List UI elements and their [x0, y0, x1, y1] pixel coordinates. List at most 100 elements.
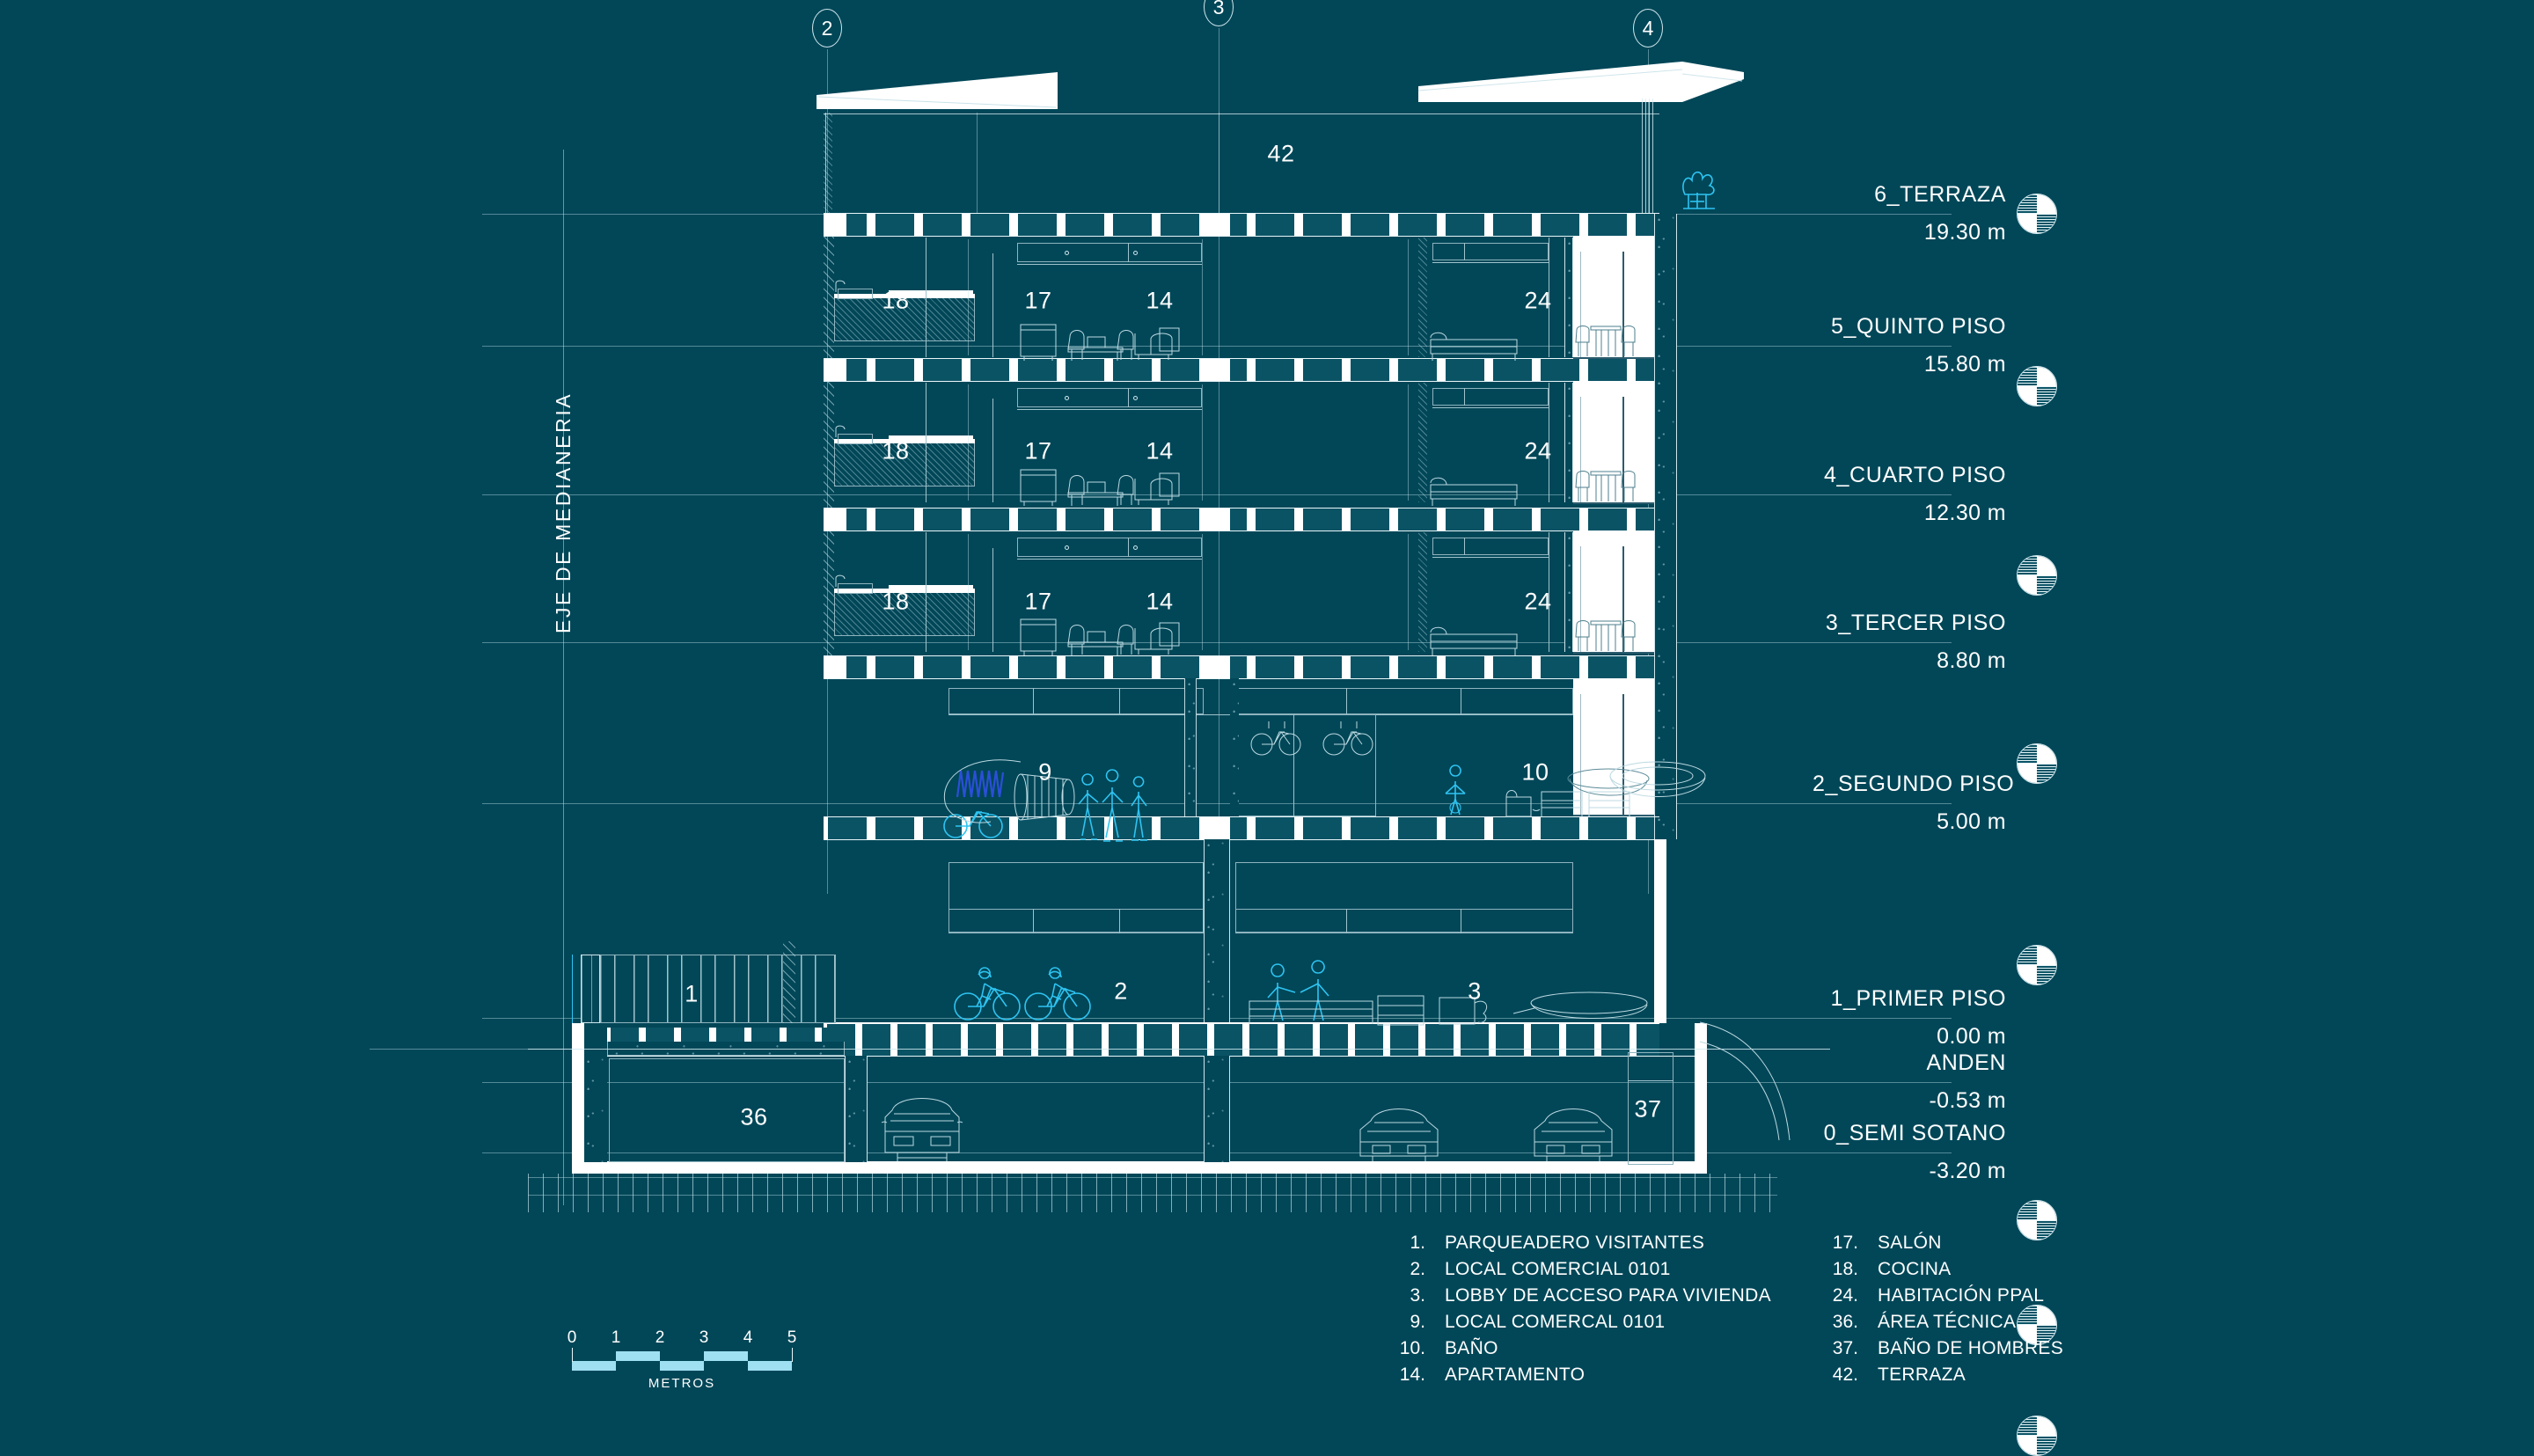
bedroom-bulkhead-div-2 [1464, 538, 1465, 555]
basement-floor-slab [572, 1161, 1707, 1174]
apt-partition-b-0 [992, 253, 993, 357]
level-elevation-value: 0.00 m [1937, 1024, 2006, 1049]
legend-item: 18.COCINA [1813, 1256, 2063, 1283]
facade-mullion-0 [1564, 238, 1573, 357]
legend-item-number: 3. [1410, 1285, 1425, 1306]
apt-line-c-0 [1408, 239, 1409, 355]
bulkhead-div-0 [1128, 243, 1129, 262]
slab-segundo-piso [824, 817, 1659, 839]
level-symbol-icon [2017, 1305, 2057, 1345]
reception-counter-l1 [1249, 1000, 1373, 1024]
soil-mid-line [528, 1195, 1777, 1196]
kitchen-faucet-2 [834, 573, 850, 589]
balcony-rail-2-1 [1622, 397, 1624, 504]
partition-l2-b [1230, 678, 1239, 816]
legend-item-text: HABITACIÓN PPAL [1878, 1285, 2045, 1306]
lobby-seating-l1 [1439, 997, 1488, 1025]
balcony-void-3 [1573, 678, 1654, 816]
balcony-table-set-1 [1575, 465, 1645, 503]
soffit-panel-left-l2 [948, 688, 1204, 714]
column-axis-2-l4 [824, 509, 846, 530]
bulkhead-void-0-0 [1065, 251, 1069, 255]
bulkhead-div-1 [1128, 388, 1129, 407]
soffit-div-a [1033, 688, 1034, 714]
kitchen-faucet-1 [834, 423, 850, 439]
eje-de-medianeria-line [563, 150, 564, 1205]
site-edge-left [572, 955, 573, 1027]
level-symbol-icon [2017, 945, 2057, 985]
column-axis-3-l3 [1204, 656, 1230, 678]
room-tag-17: 17 [1024, 588, 1052, 615]
level-name: 5_QUINTO PISO [1830, 314, 2006, 339]
legend-item-text: TERRAZA [1878, 1365, 1966, 1385]
cyclist-1-l1 [954, 967, 1021, 1021]
room-tag-10: 10 [1521, 758, 1549, 786]
balcony-floor-edge-2 [1573, 652, 1654, 654]
apt-line-a-0 [968, 239, 969, 355]
soffit-div-c [1346, 688, 1347, 714]
living-furniture-1 [1020, 465, 1188, 507]
room-tag-14: 14 [1146, 588, 1174, 615]
bike-storage-mullion [1293, 714, 1294, 816]
basement-upper-wall-right [1654, 839, 1666, 1023]
bedroom-wall-0 [1418, 238, 1427, 357]
roof-canopy-right [1417, 62, 1744, 102]
soffit-panel-right-l1 [1235, 862, 1573, 933]
level-symbol-icon [2017, 555, 2057, 596]
kitchen-sink-0 [838, 289, 873, 299]
bed-2 [1427, 618, 1524, 657]
bulkhead-living-2 [1017, 538, 1202, 557]
terrace-left-edge [825, 113, 826, 214]
room-tag-3: 3 [1468, 977, 1482, 1005]
slab-edge-10 [824, 839, 1659, 840]
scale-tick-0: 0 [567, 1328, 577, 1347]
scale-seg-4 [748, 1361, 792, 1371]
column-axis-3-l4 [1204, 509, 1230, 530]
vehicle-van-1 [881, 1098, 963, 1161]
ceil-div-b [1119, 909, 1120, 933]
column-axis-2-l6 [824, 214, 846, 236]
scale-end-right [792, 1348, 793, 1362]
slab-terraza [824, 214, 1659, 236]
legend-item: 1.PARQUEADERO VISITANTES [1380, 1230, 1771, 1256]
partition-l2-a [1184, 678, 1197, 816]
roof-canopy-left [817, 72, 1058, 109]
ceil-div-c [1346, 909, 1347, 933]
area-36-wall-hatch [584, 1056, 607, 1162]
grid-bubble-label: 2 [821, 16, 833, 40]
scale-tick-5: 5 [787, 1328, 797, 1347]
room-tag-24: 24 [1524, 287, 1552, 314]
lounge-bench-l1 [1512, 991, 1648, 1020]
apt-line-b-2 [1202, 534, 1203, 650]
legend-item-text: LOBBY DE ACCESO PARA VIVIENDA [1445, 1285, 1771, 1306]
scale-unit-label: METROS [648, 1376, 716, 1391]
floor-line-l2 [834, 816, 1659, 817]
level-name: ANDEN [1926, 1050, 2006, 1075]
level-line-2-segundo-piso [482, 803, 1952, 804]
room-tag-36: 36 [740, 1103, 768, 1130]
soil-hatch-band [528, 1174, 1777, 1212]
floor-line-l1 [824, 1022, 1659, 1024]
bed-1 [1427, 469, 1524, 508]
apt-line-a-2 [968, 534, 969, 650]
basement-wall-right [1695, 1023, 1707, 1162]
legend-item-text: ÁREA TÉCNICA [1878, 1312, 2017, 1332]
legend-item-number: 14. [1399, 1365, 1425, 1385]
ceiling-strip-left-l1 [948, 909, 1204, 933]
building-section [370, 62, 1830, 1212]
legend-item-text: PARQUEADERO VISITANTES [1445, 1233, 1705, 1253]
exterior-wall-left [824, 236, 834, 359]
cyclist-2-l1 [1024, 967, 1091, 1021]
duct-ribs-36 [607, 1028, 845, 1042]
room-tag-14: 14 [1146, 437, 1174, 465]
kitchen-upper-0 [889, 290, 973, 297]
apt-partition-b-1 [992, 399, 993, 502]
legend-item-number: 18. [1832, 1259, 1858, 1279]
slab-quinto-piso [824, 359, 1659, 381]
retaining-wall-right-of-louver [783, 941, 795, 1023]
slab-cuarto-piso [824, 509, 1659, 530]
